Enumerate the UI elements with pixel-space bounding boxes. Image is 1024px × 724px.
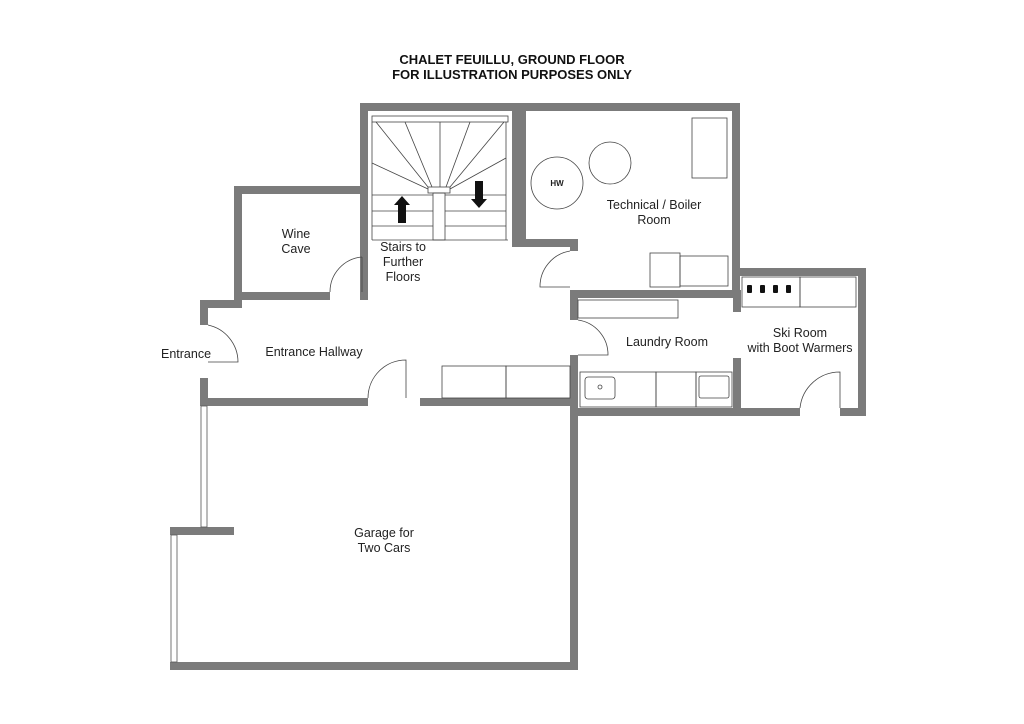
room-label-stairs: Stairs to Further Floors [380,240,426,284]
doors [207,250,841,409]
fixtures [441,117,857,408]
staircase [371,115,509,241]
walls [170,103,866,670]
room-label-ski: Ski Room with Boot Warmers [747,326,853,355]
room-label-wine-cave: Wine Cave [281,227,311,256]
windows [170,405,208,663]
room-label-garage: Garage for Two Cars [354,526,414,555]
room-label-technical: Technical / Boiler Room [606,198,702,227]
up-arrow-icon [394,196,410,223]
room-label-laundry: Laundry Room [626,335,708,349]
plan-title-line2: FOR ILLUSTRATION PURPOSES ONLY [392,67,632,82]
hot-water-label: HW [550,179,564,188]
room-label-hallway: Entrance Hallway [265,345,363,359]
boot-warmer-icons [747,285,791,293]
room-label-entrance: Entrance [160,347,212,361]
hot-water-tank [530,156,584,210]
plan-title-line1: CHALET FEUILLU, GROUND FLOOR [399,52,625,67]
down-arrow-icon [471,181,487,208]
